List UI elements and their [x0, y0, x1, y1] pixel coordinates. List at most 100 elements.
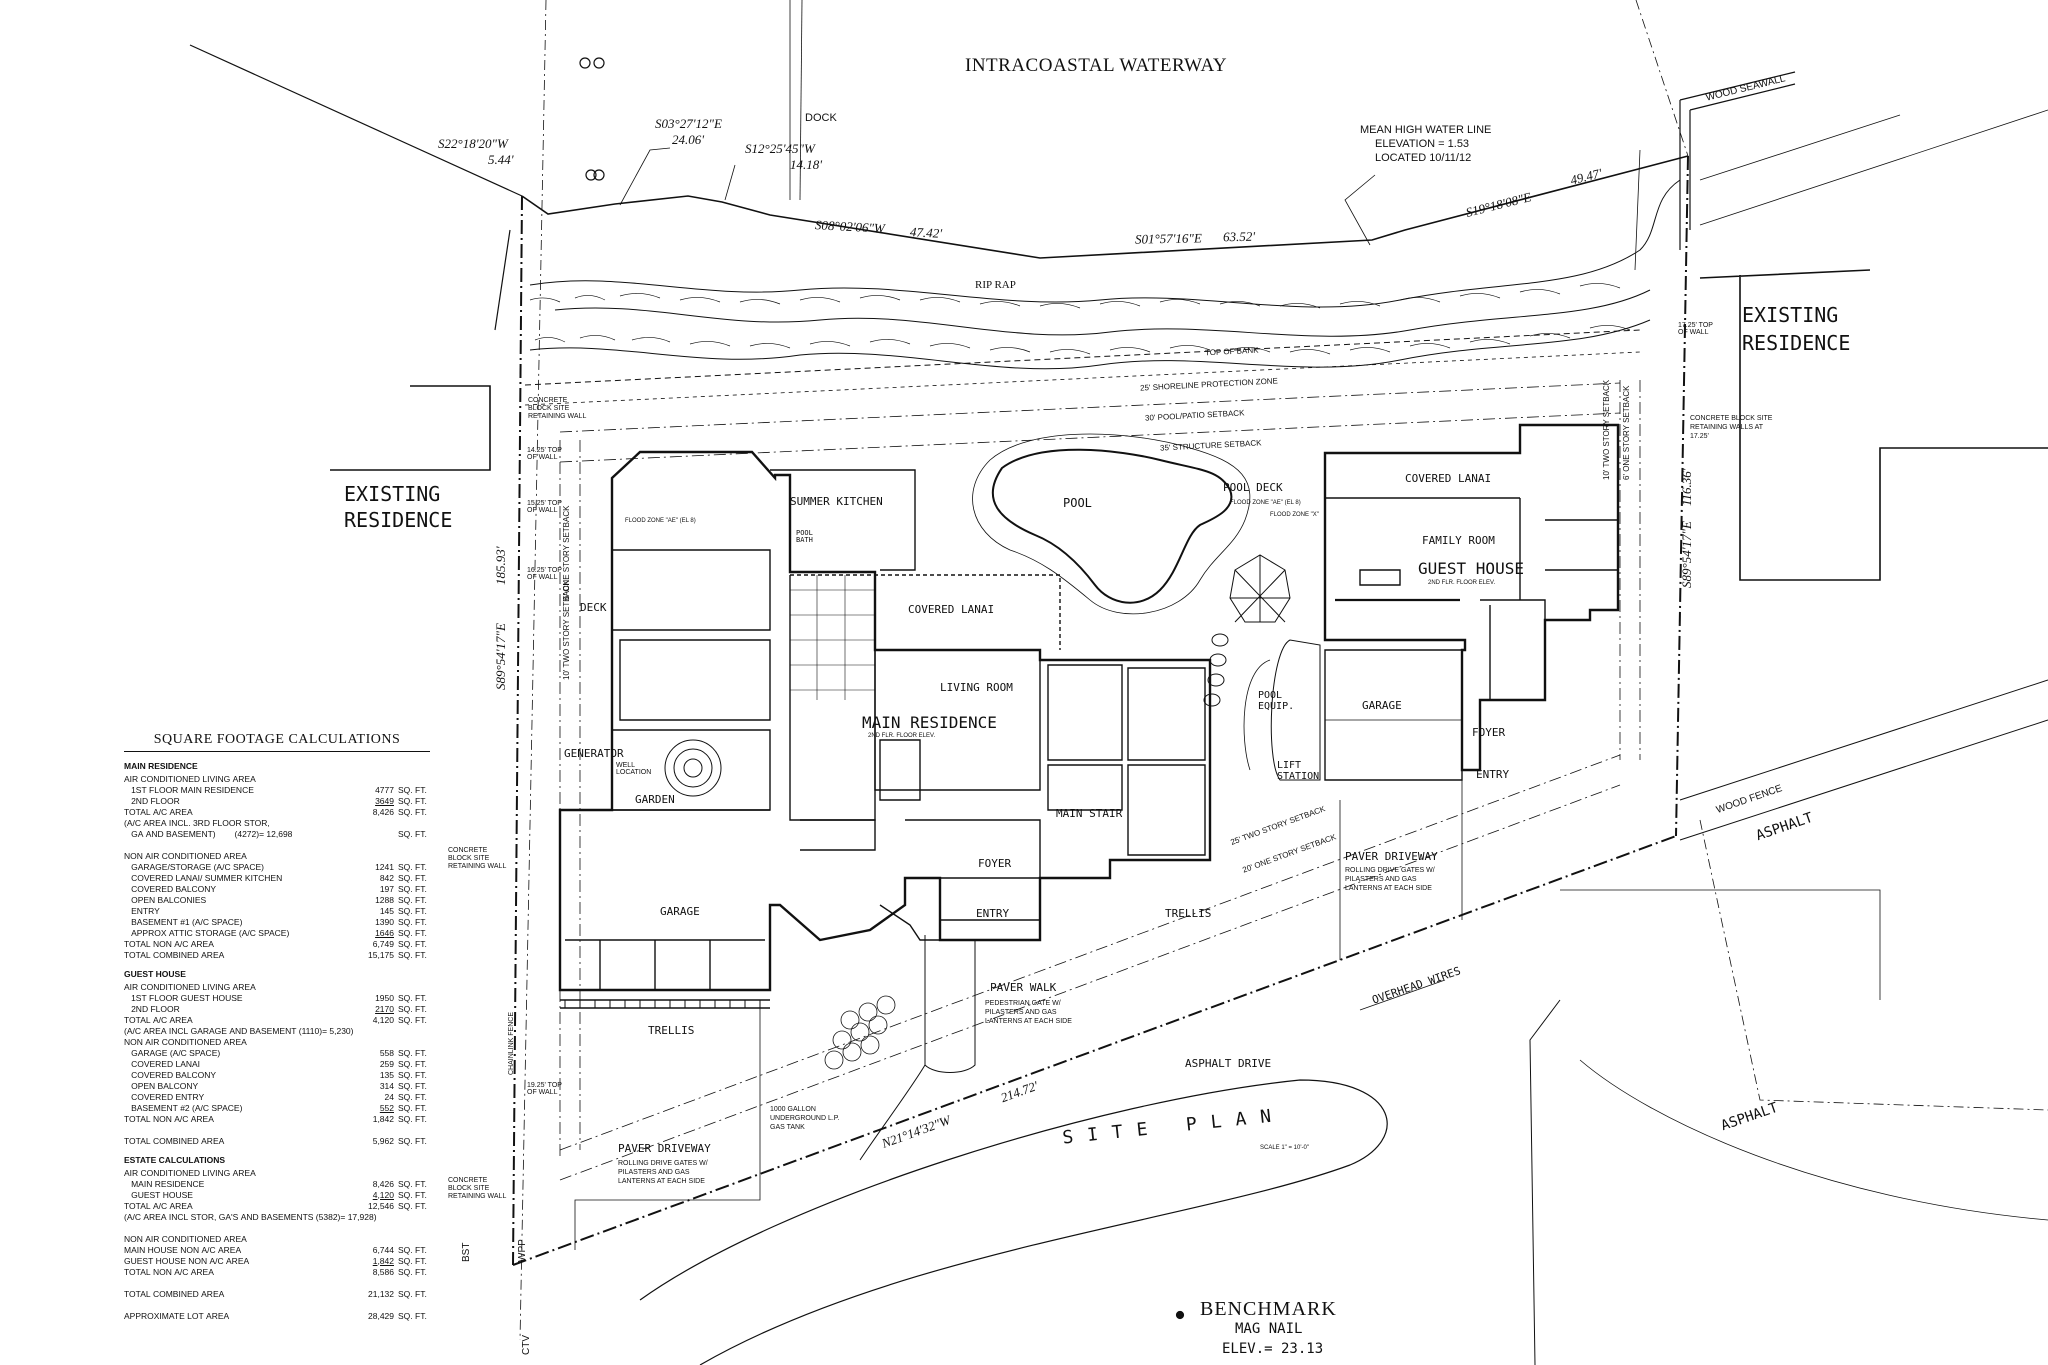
one-story-side-right: 6' ONE STORY SETBACK	[1622, 385, 1631, 480]
sqft-row-unit: SQ. FT.	[398, 872, 427, 883]
ped-gate-1: PEDESTRIAN GATE W/	[985, 1000, 1061, 1007]
sqft-row-label: TOTAL COMBINED AREA	[124, 949, 225, 960]
sqft-row: (A/C AREA INCL GARAGE AND BASEMENT (1110…	[124, 1025, 430, 1036]
entry-guest-label: ENTRY	[1476, 768, 1510, 781]
sqft-row-value: 8,426	[372, 1178, 394, 1189]
sqft-row-value: 842	[379, 872, 394, 883]
asphalt-drive-label: ASPHALT DRIVE	[1185, 1057, 1272, 1070]
sqft-row-value: 1390	[375, 916, 394, 927]
conc-wall-top-2: BLOCK SITE	[528, 405, 570, 412]
sqft-row-unit: SQ. FT.	[398, 861, 427, 872]
conc-wall-top-3: RETAINING WALL	[528, 413, 587, 420]
sqft-row-label: MAIN HOUSE NON A/C AREA	[124, 1244, 242, 1255]
paver-driveway-main-label: PAVER DRIVEWAY	[618, 1142, 711, 1155]
conc-wall-low-3: RETAINING WALL	[448, 1193, 507, 1200]
structure-setback-line	[559, 412, 1621, 463]
sqft-row-value: 6,749	[372, 938, 394, 949]
chainlink-fence-label: CHAINLINK FENCE	[508, 1011, 515, 1075]
flood-zone-x-label: FLOOD ZONE "X"	[1270, 512, 1319, 518]
sqft-row-value: 12,546	[368, 1200, 394, 1211]
sqft-row: NON AIR CONDITIONED AREA	[124, 1233, 430, 1244]
rolling-gates-main-1: ROLLING DRIVE GATES W/	[618, 1160, 708, 1167]
ped-gate-2: PILASTERS AND GAS	[985, 1009, 1057, 1016]
sqft-row: NON AIR CONDITIONED AREA	[124, 850, 430, 861]
sqft-row: NON AIR CONDITIONED AREA	[124, 1036, 430, 1047]
sqft-row-unit: SQ. FT.	[398, 992, 427, 1003]
sqft-row: AIR CONDITIONED LIVING AREA	[124, 773, 430, 784]
sqft-row-value: 1950	[375, 992, 394, 1003]
sqft-row	[124, 1222, 430, 1233]
sqft-row-unit: SQ. FT.	[398, 1255, 427, 1266]
sqft-row-value: 2170	[375, 1003, 394, 1014]
gazebo	[1229, 554, 1291, 623]
sqft-row-label: OPEN BALCONIES	[124, 894, 207, 905]
property-line-rear	[521, 155, 1689, 259]
sqft-row	[124, 839, 430, 850]
sqft-row-label: TOTAL NON A/C AREA	[124, 1266, 214, 1277]
garage-label-guest: GARAGE	[1362, 699, 1402, 712]
sqft-row-label: (A/C AREA INCL. 3RD FLOOR STOR,	[124, 817, 270, 828]
sqft-row: (A/C AREA INCL. 3RD FLOOR STOR,	[124, 817, 430, 828]
sqft-row-unit: SQ. FT.	[398, 894, 427, 905]
top-wall-1525: 15.25' TOP OF WALL	[527, 500, 562, 514]
rolling-gates-guest-1: ROLLING DRIVE GATES W/	[1345, 867, 1435, 874]
sqft-title: SQUARE FOOTAGE CALCULATIONS	[124, 732, 430, 752]
existing-residence-right-1: EXISTING	[1742, 303, 1839, 327]
sqft-row-value: 1241	[375, 861, 394, 872]
distance-5: 63.52'	[1222, 228, 1256, 245]
existing-residence-left-1: EXISTING	[344, 482, 441, 506]
rolling-gates-main-2: PILASTERS AND GAS	[618, 1169, 690, 1176]
sqft-row-value: 135	[379, 1069, 394, 1080]
property-line-left	[512, 195, 523, 1266]
summer-kitchen-label: SUMMER KITCHEN	[790, 495, 883, 508]
garden-fountain	[664, 739, 722, 797]
sqft-row-unit: SQ. FT.	[398, 1310, 427, 1321]
sqft-row-value: 8,586	[372, 1266, 394, 1277]
pool-deck-label: POOL DECK	[1223, 481, 1283, 494]
sqft-row-label: AIR CONDITIONED LIVING AREA	[124, 773, 256, 784]
sqft-row-label: ENTRY	[124, 905, 160, 916]
sqft-row-value: 24	[384, 1091, 394, 1102]
sqft-row-unit: SQ. FT.	[398, 1200, 427, 1211]
sqft-row-value: 8,426	[372, 806, 394, 817]
rip-rap-label: RIP RAP	[975, 279, 1016, 291]
sqft-row	[124, 1277, 430, 1288]
rolling-gates-main-3: LANTERNS AT EACH SIDE	[618, 1178, 705, 1185]
main-residence-label: MAIN RESIDENCE	[862, 713, 997, 732]
rip-rap-band	[529, 179, 1681, 370]
sqft-row-label: TOTAL COMBINED AREA	[124, 1288, 225, 1299]
well-location-label: WELL LOCATION	[616, 762, 652, 776]
distance-4: 47.42'	[909, 224, 943, 241]
sqft-row: AIR CONDITIONED LIVING AREA	[124, 1167, 430, 1178]
sqft-row-value: 4,120	[372, 1189, 394, 1200]
sqft-row-label: GUEST HOUSE NON A/C AREA	[124, 1255, 250, 1266]
sqft-row-value: 4,120	[372, 1014, 394, 1025]
sqft-row-value: 1,842	[372, 1113, 394, 1124]
paver-driveway-guest-label: PAVER DRIVEWAY	[1345, 850, 1438, 863]
sqft-row-unit: SQ. FT.	[398, 1058, 427, 1069]
sqft-row-label: COVERED ENTRY	[124, 1091, 205, 1102]
garage-label-main: GARAGE	[660, 905, 700, 918]
lp-tank-3: GAS TANK	[770, 1124, 805, 1131]
tie-line-nw	[189, 44, 523, 197]
mhw-label-3: LOCATED 10/11/12	[1375, 152, 1472, 164]
family-room-label: FAMILY ROOM	[1422, 534, 1495, 547]
mag-nail-label: MAG NAIL	[1235, 1321, 1303, 1337]
sqft-row-unit: SQ. FT.	[398, 1069, 427, 1080]
property-line-front	[512, 835, 1677, 1266]
